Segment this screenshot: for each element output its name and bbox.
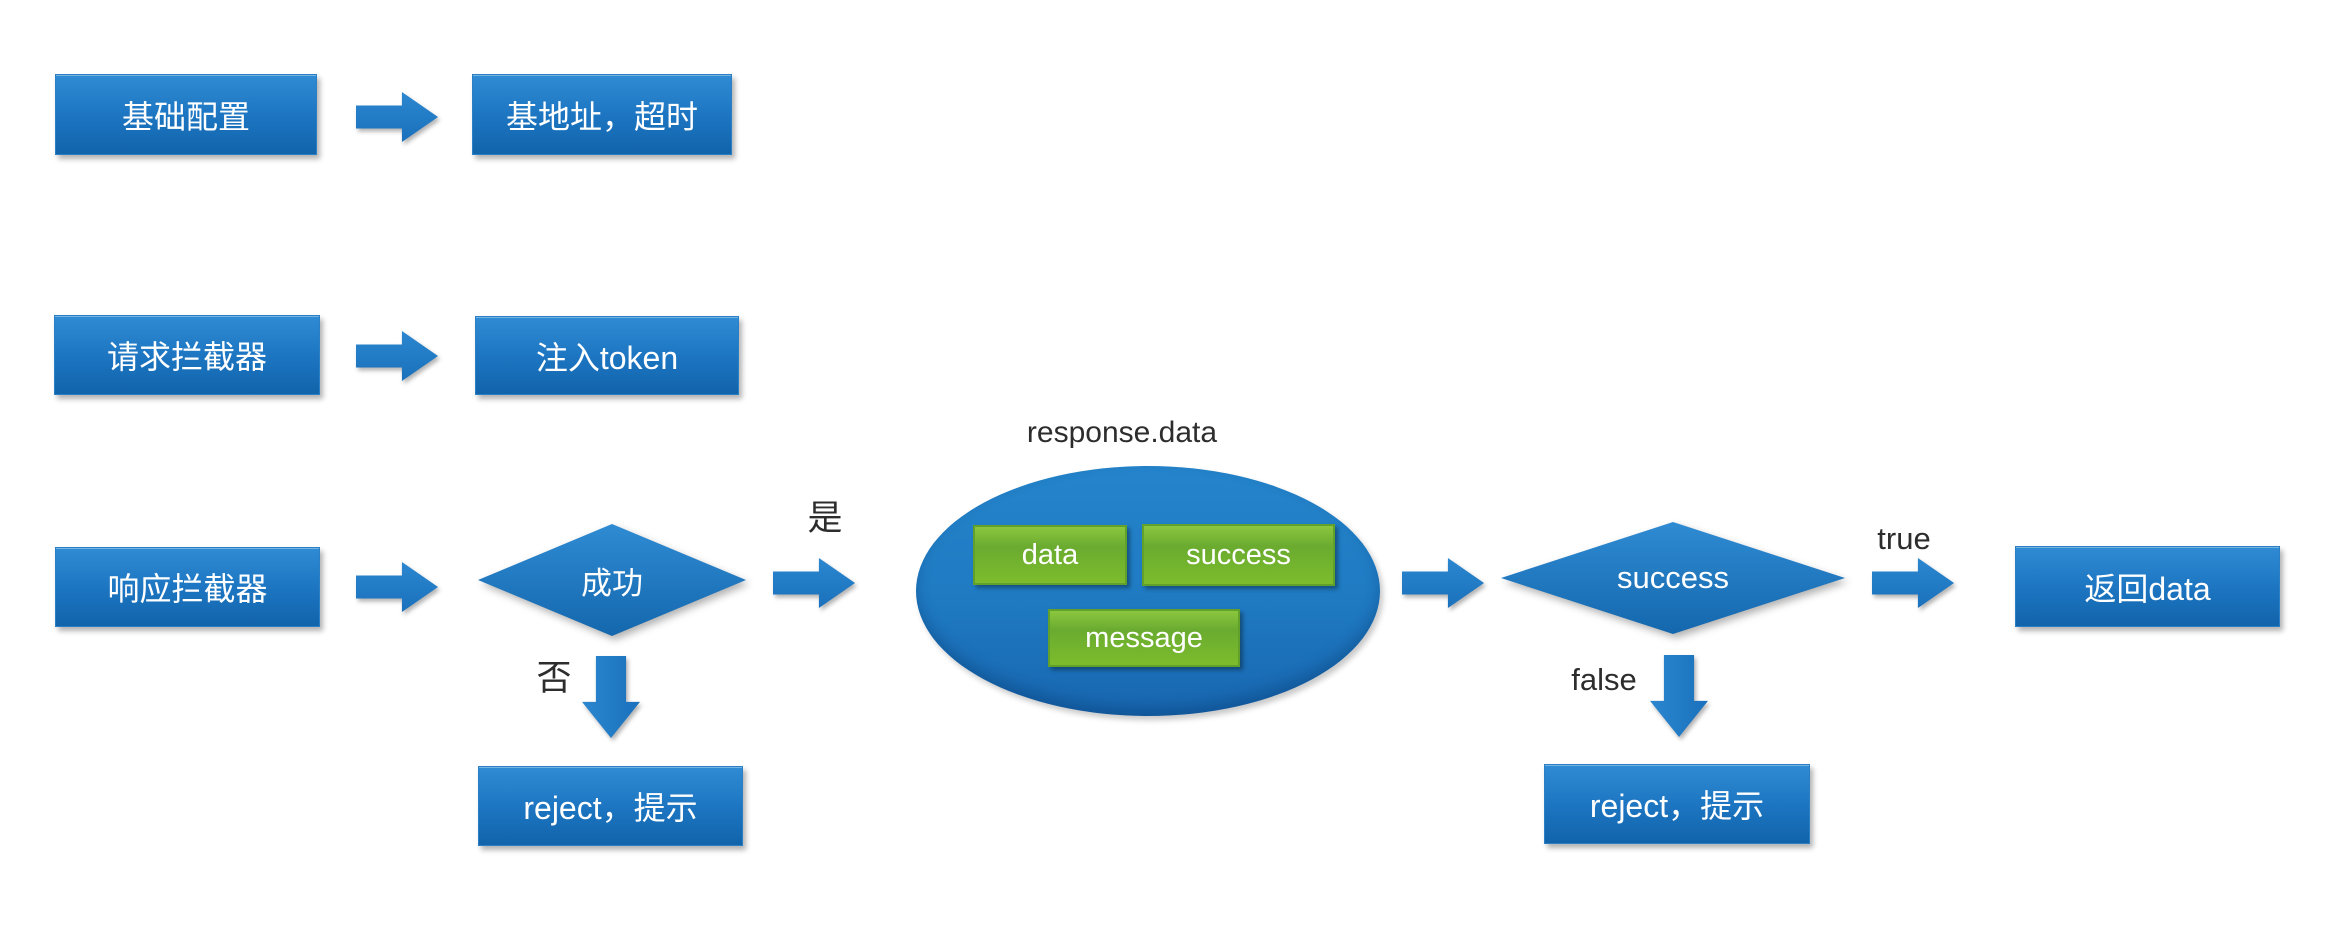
- label-yes: 是: [807, 499, 843, 538]
- decision-success-cn-label: 成功: [478, 524, 746, 636]
- arrow-right-icon: [773, 558, 855, 608]
- arrow-down-icon: [582, 656, 640, 738]
- arrow-right-icon: [356, 562, 438, 612]
- node-request-interceptor: 请求拦截器: [54, 315, 320, 395]
- field-data: data: [973, 525, 1127, 585]
- node-baseurl-timeout: 基地址，超时: [472, 74, 732, 155]
- field-success: success: [1142, 524, 1335, 586]
- label-no: 否: [536, 659, 572, 698]
- node-return-data: 返回data: [2015, 546, 2280, 627]
- arrow-right-icon: [356, 92, 438, 142]
- label-true: true: [1877, 521, 1931, 556]
- label-false: false: [1571, 662, 1637, 697]
- arrow-right-icon: [1872, 558, 1954, 608]
- arrow-right-icon: [1402, 558, 1484, 608]
- node-response-interceptor: 响应拦截器: [55, 547, 320, 627]
- arrow-down-icon: [1650, 655, 1708, 737]
- response-data-ellipse: [916, 466, 1380, 716]
- arrow-right-icon: [356, 331, 438, 381]
- decision-success-cn: 成功: [478, 524, 746, 636]
- decision-success-en: success: [1501, 522, 1845, 634]
- node-basic-config: 基础配置: [55, 74, 317, 155]
- node-reject-left: reject，提示: [478, 766, 743, 846]
- label-response-data: response.data: [1026, 416, 1218, 449]
- decision-success-en-label: success: [1501, 522, 1845, 634]
- field-message: message: [1048, 609, 1240, 667]
- node-reject-right: reject，提示: [1544, 764, 1810, 844]
- node-inject-token: 注入token: [475, 316, 739, 395]
